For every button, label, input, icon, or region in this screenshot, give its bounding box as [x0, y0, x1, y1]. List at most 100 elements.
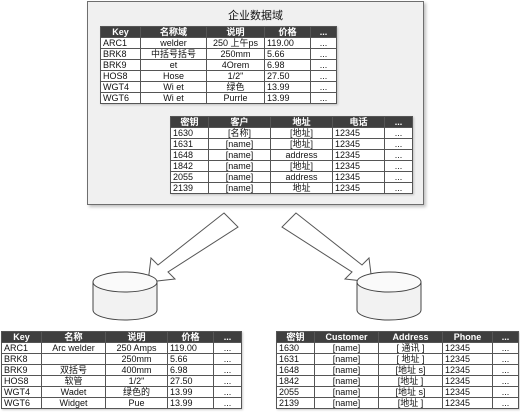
table-row: 1648[name][地址 s]12345...	[276, 364, 519, 376]
table-cell: ...	[213, 353, 242, 365]
table-cell: ...	[492, 397, 519, 409]
table-cell: [name]	[314, 397, 379, 409]
table-cell: 1631	[276, 353, 315, 365]
table-cell: Wi et	[140, 92, 207, 104]
table-row: 1631[name][地址]12345...	[170, 138, 413, 150]
table-cell: Widget	[41, 397, 106, 409]
table-cell: WGT6	[1, 397, 42, 409]
table-row: 1842[name][地址 ]12345...	[276, 375, 519, 387]
table-row: 1630[name][ 通讯 ]12345...	[276, 342, 519, 354]
table-cell: 12345	[442, 353, 493, 365]
table-row: 2055[name][地址 s]12345...	[276, 386, 519, 398]
table-cell: [ 通讯 ]	[378, 342, 443, 354]
table-cell: [name]	[314, 386, 379, 398]
table-cell: [地址 s]	[378, 364, 443, 376]
table-cell: [地址 ]	[378, 397, 443, 409]
table-cell: ...	[492, 375, 519, 387]
table-cell: ...	[213, 386, 242, 398]
table-cell: [ 地址 ]	[378, 353, 443, 365]
table-header-row: 密钥客户地址电话...	[170, 116, 413, 128]
table-cell: ...	[492, 386, 519, 398]
table-cell: 软管	[41, 375, 106, 387]
table-cell: [地址 s]	[378, 386, 443, 398]
table-row: 2139[name][地址 ]12345...	[276, 397, 519, 409]
table-cell: HOS8	[1, 375, 42, 387]
table-cell: 绿色的	[105, 386, 168, 398]
table-cell: 250 Amps	[105, 342, 168, 354]
left-database-icon	[92, 271, 158, 321]
table-cell: 12345	[442, 375, 493, 387]
table-cell: ...	[213, 364, 242, 376]
table-cell: BRK9	[1, 364, 42, 376]
table-cell: 2055	[276, 386, 315, 398]
table-row: 1630[名称][地址]12345...	[170, 127, 413, 139]
table-cell: ...	[492, 364, 519, 376]
table-cell: ...	[213, 375, 242, 387]
table-cell: 2139	[276, 397, 315, 409]
table-cell: WGT4	[1, 386, 42, 398]
table-cell: [name]	[314, 353, 379, 365]
column-header: 说明	[105, 331, 168, 343]
table-row: 1842[name][地址]12345...	[170, 160, 413, 172]
table-cell: 400mm	[105, 364, 168, 376]
column-header: Phone	[442, 331, 493, 343]
table-cell: ARC1	[1, 342, 42, 354]
table-cell: ...	[492, 353, 519, 365]
table-cell: 6.98	[167, 364, 214, 376]
customers-table-main: 密钥客户地址电话... 1630[名称][地址]12345...1631[nam…	[170, 116, 413, 194]
table-cell: 1630	[276, 342, 315, 354]
table-cell: ...	[310, 37, 337, 49]
table-cell: BRK8	[1, 353, 42, 365]
table-cell: Purrle	[206, 92, 265, 104]
table-cell: 12345	[442, 342, 493, 354]
table-cell: 1648	[276, 364, 315, 376]
table-cell: 12345	[442, 364, 493, 376]
column-header: Customer	[314, 331, 379, 343]
table-cell: [name]	[314, 342, 379, 354]
table-cell: ...	[384, 182, 413, 194]
table-cell: ...	[492, 342, 519, 354]
right-database-icon	[356, 271, 422, 321]
table-cell	[41, 353, 106, 365]
table-cell: WGT6	[100, 92, 141, 104]
table-cell: ...	[310, 92, 337, 104]
table-cell: Pue	[105, 397, 168, 409]
column-header: Address	[378, 331, 443, 343]
column-header: ...	[213, 331, 242, 343]
panel-title: 企业数据域	[228, 10, 283, 22]
table-cell: [name]	[314, 364, 379, 376]
table-cell: 119.00	[167, 342, 214, 354]
table-cell: 27.50	[167, 375, 214, 387]
table-cell: 13.99	[167, 397, 214, 409]
table-cell: 250mm	[105, 353, 168, 365]
table-cell: Wadet	[41, 386, 106, 398]
table-cell: 13.99	[167, 386, 214, 398]
table-cell: 1/2"	[105, 375, 168, 387]
table-cell: Arc welder	[41, 342, 106, 354]
table-row: 1631[name][ 地址 ]12345...	[276, 353, 519, 365]
table-cell: [地址 ]	[378, 375, 443, 387]
table-cell: 12345	[332, 182, 385, 194]
table-cell: [name]	[314, 375, 379, 387]
column-header: 密钥	[276, 331, 315, 343]
table-cell: 双括号	[41, 364, 106, 376]
table-cell: 1842	[276, 375, 315, 387]
table-cell: ...	[213, 342, 242, 354]
